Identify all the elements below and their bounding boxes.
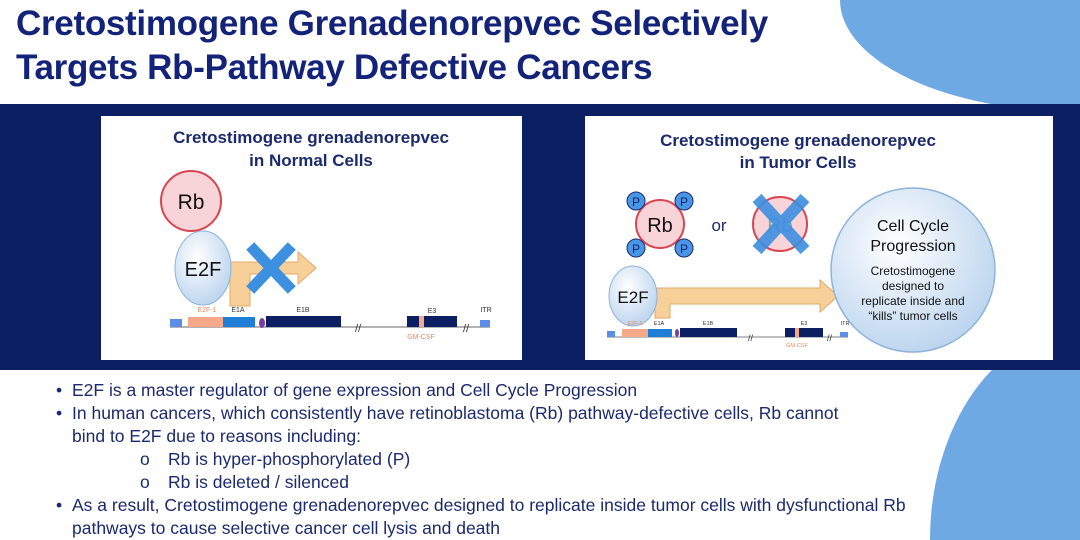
svg-text:GM-CSF: GM-CSF — [786, 343, 808, 349]
sub-bullet-text: Rb is hyper-phosphorylated (P) — [168, 449, 411, 469]
svg-text:P: P — [632, 195, 640, 209]
bullet-list: E2F is a master regulator of gene expres… — [56, 379, 1056, 540]
bullet-3-cont: pathways to cause selective cancer cell … — [72, 518, 501, 538]
blocked-x-icon — [246, 242, 296, 294]
svg-text:P: P — [632, 242, 640, 256]
circle-title-2: Progression — [870, 238, 955, 255]
gene-label-e3: E3 — [428, 308, 437, 315]
transcription-arrow-tumor — [654, 278, 839, 319]
svg-text:E1B: E1B — [703, 321, 714, 327]
bullet-2-cont: bind to E2F due to reasons including: — [72, 426, 361, 446]
e2f-protein — [174, 230, 232, 306]
circle-text: Cretostimogene — [871, 264, 956, 278]
circle-text: replicate inside and — [861, 294, 964, 308]
svg-text:P: P — [680, 195, 688, 209]
e2f-label: E2F — [185, 259, 222, 281]
svg-text:E3: E3 — [801, 321, 808, 327]
svg-text://: // — [748, 333, 754, 343]
gene-label-itr: ITR — [480, 307, 491, 314]
title-line-1: Cretostimogene Grenadenorepvec Selective… — [16, 4, 768, 43]
tumor-cells-panel: Cretostimogene grenadenorepvec in Tumor … — [585, 116, 1053, 360]
gene-break-mark: // — [463, 323, 470, 335]
bullet-3: As a result, Cretostimogene grenadenorep… — [56, 494, 1056, 517]
svg-text:E1A: E1A — [654, 321, 665, 327]
circle-text: “kills” tumor cells — [868, 309, 957, 323]
circle-text: designed to — [882, 279, 944, 293]
rb-label: Rb — [178, 191, 205, 214]
gene-map-normal: // // E2F-1 E1A E1B E3 ITR GM-CSF — [170, 307, 492, 341]
phosphate-groups: P P P P — [626, 191, 694, 258]
gene-label-e1b: E1B — [296, 307, 310, 314]
normal-panel-title-2: in Normal Cells — [249, 151, 373, 170]
svg-text:P: P — [680, 242, 688, 256]
gene-break-mark: // — [355, 323, 362, 335]
normal-panel-title-1: Cretostimogene grenadenorepvec — [173, 128, 449, 147]
rb-protein — [160, 170, 222, 232]
circle-title-1: Cell Cycle — [877, 218, 949, 235]
gene-label-e1a: E1A — [231, 307, 245, 314]
tumor-panel-title-2: in Tumor Cells — [740, 153, 857, 172]
bullet-2: In human cancers, which consistently hav… — [56, 402, 1056, 425]
svg-text://: // — [827, 333, 833, 343]
rb-label: Rb — [647, 215, 673, 237]
bullet-1: E2F is a master regulator of gene expres… — [56, 379, 1056, 402]
gene-label-e2f1: E2F-1 — [197, 307, 216, 314]
svg-text:ITR: ITR — [841, 321, 850, 327]
gene-map-tumor: // // E2F-1 E1A E1B E3 ITR GM-CSF — [607, 321, 849, 349]
sub-bullet-1: o Rb is hyper-phosphorylated (P) — [56, 448, 1056, 471]
cell-cycle-circle — [830, 187, 996, 353]
e2f-protein-tumor — [608, 265, 658, 327]
or-label: or — [711, 216, 726, 235]
title-line-2: Targets Rb-Pathway Defective Cancers — [16, 48, 653, 87]
e2f-label-tumor: E2F — [617, 288, 648, 307]
normal-cells-panel: Cretostimogene grenadenorepvec in Normal… — [101, 116, 522, 360]
tumor-panel-title-1: Cretostimogene grenadenorepvec — [660, 131, 936, 150]
sub-bullet-text: Rb is deleted / silenced — [168, 472, 349, 492]
deleted-x-icon — [752, 193, 810, 255]
sub-bullet-marker: o — [140, 472, 150, 492]
slide-title: Cretostimogene Grenadenorepvec Selective… — [16, 2, 768, 90]
phosphorylated-rb — [635, 199, 685, 249]
gene-label-gmcsf: GM-CSF — [407, 334, 435, 341]
svg-text:E2F-1: E2F-1 — [628, 321, 643, 327]
sub-bullet-2: o Rb is deleted / silenced — [56, 471, 1056, 494]
sub-bullet-marker: o — [140, 449, 150, 469]
